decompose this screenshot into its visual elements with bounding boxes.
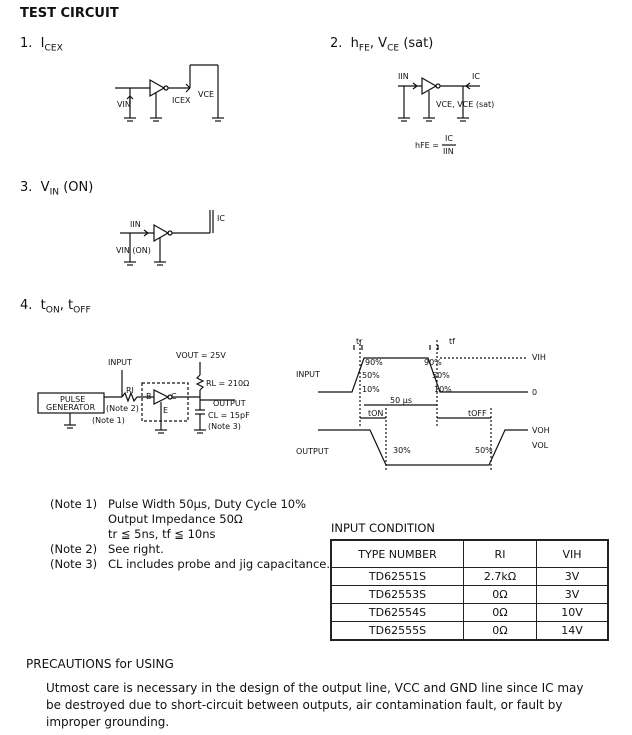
c2-vce-label: VCE, VCE (sat) [436, 100, 495, 109]
timing-50-right: 50% [432, 371, 450, 380]
c2-ic-label: IC [472, 72, 480, 81]
input-condition-title: INPUT CONDITION [331, 521, 436, 535]
section-3-title: 3. VIN (ON) [20, 180, 94, 198]
timing-10-right: 10% [434, 385, 452, 394]
table-cell: 0Ω [463, 603, 537, 622]
timing-ton-label: tON [368, 409, 384, 418]
circuit-1-icex [115, 64, 224, 122]
table-row: TD62555S 0Ω 14V [330, 621, 609, 641]
c1-vin-label: VIN [117, 100, 131, 109]
c1-icex-label: ICEX [172, 96, 191, 105]
c1-vce-label: VCE [198, 90, 215, 99]
table-row: TD62554S 0Ω 10V [330, 603, 609, 622]
c4-vout-label: VOUT = 25V [176, 351, 226, 360]
table-cell: TD62554S [330, 603, 464, 622]
table-cell: 3V [536, 567, 609, 586]
c4-b-label: B [146, 392, 152, 401]
note-1-line3: tr ≦ 5ns, tf ≦ 10ns [108, 527, 216, 541]
table-cell: 2.7kΩ [463, 567, 537, 586]
c4-cl-label: CL = 15pF [208, 411, 250, 420]
table-cell: 0Ω [463, 621, 537, 641]
timing-tr-label: tr [356, 337, 363, 346]
timing-vih-label: VIH [532, 353, 546, 362]
circuit-4-ton-toff [37, 362, 235, 434]
page-title: TEST CIRCUIT [20, 6, 119, 21]
note-2: (Note 2)See right. [50, 542, 164, 556]
timing-vol-label: VOL [532, 441, 549, 450]
timing-50-left: 50% [362, 371, 380, 380]
table-row: TD62553S 0Ω 3V [330, 585, 609, 604]
header-ri: RI [463, 539, 537, 568]
timing-diagram [318, 340, 528, 470]
note-3: (Note 3)CL includes probe and jig capaci… [50, 557, 331, 571]
circuit-3-vin-on [120, 210, 214, 266]
timing-tf-label: tf [449, 337, 455, 346]
note-1: (Note 1)Pulse Width 50μs, Duty Cycle 10% [50, 497, 307, 511]
c4-e-label: E [163, 406, 169, 415]
c3-iin-label: IIN [130, 220, 141, 229]
table-header-row: TYPE NUMBER RI VIH [330, 539, 609, 568]
table-cell: 3V [536, 585, 609, 604]
table-cell: TD62551S [330, 567, 464, 586]
c4-note3-label: (Note 3) [208, 422, 241, 431]
section-2-title: 2. hFE, VCE (sat) [330, 36, 434, 54]
c2-hfe-denominator: IIN [443, 147, 454, 156]
header-vih: VIH [536, 539, 609, 568]
timing-90-left: 90% [365, 358, 383, 367]
circuit-2-hfe [398, 76, 480, 146]
c4-rl-label: RL = 210Ω [206, 379, 250, 388]
timing-width-label: 50 μs [390, 396, 412, 405]
table-cell: 0Ω [463, 585, 537, 604]
c4-note2-label: (Note 2) [106, 404, 139, 413]
section-1-title: 1. ICEX [20, 36, 63, 54]
table-cell: 10V [536, 603, 609, 622]
precautions-body: Utmost care is necessary in the design o… [46, 681, 584, 729]
c3-vin-label: VIN (ON) [116, 246, 151, 255]
section-4-title: 4. tON, tOFF [20, 298, 91, 316]
timing-input-label: INPUT [296, 370, 320, 379]
timing-voh-label: VOH [532, 426, 550, 435]
table-cell: TD62553S [330, 585, 464, 604]
c4-input-label: INPUT [108, 358, 132, 367]
table-row: TD62551S 2.7kΩ 3V [330, 567, 609, 586]
table-cell: TD62555S [330, 621, 464, 641]
c4-ri-label: RI [126, 386, 134, 395]
precautions-title: PRECAUTIONS for USING [26, 657, 174, 671]
timing-10-left: 10% [362, 385, 380, 394]
note-1-line2: Output Impedance 50Ω [108, 512, 243, 526]
timing-30-label: 30% [393, 446, 411, 455]
c4-note1-label: (Note 1) [92, 416, 125, 425]
timing-zero-label: 0 [532, 388, 538, 397]
c2-hfe-label: hFE = [415, 141, 439, 150]
timing-90-right: 90% [424, 358, 442, 367]
table-cell: 14V [536, 621, 609, 641]
pulse-generator-line1: PULSE [60, 395, 86, 404]
c3-ic-label: IC [217, 214, 225, 223]
timing-output-label: OUTPUT [296, 447, 329, 456]
header-type-number: TYPE NUMBER [330, 539, 464, 568]
input-condition-table: TYPE NUMBER RI VIH TD62551S 2.7kΩ 3V TD6… [330, 539, 609, 641]
timing-50-output-label: 50% [475, 446, 493, 455]
c2-iin-label: IIN [398, 72, 409, 81]
pulse-generator-line2: GENERATOR [46, 403, 96, 412]
timing-toff-label: tOFF [468, 409, 487, 418]
c4-output-label: OUTPUT [213, 399, 246, 408]
c2-hfe-numerator: IC [445, 134, 453, 143]
c4-c-label: C [171, 392, 177, 401]
